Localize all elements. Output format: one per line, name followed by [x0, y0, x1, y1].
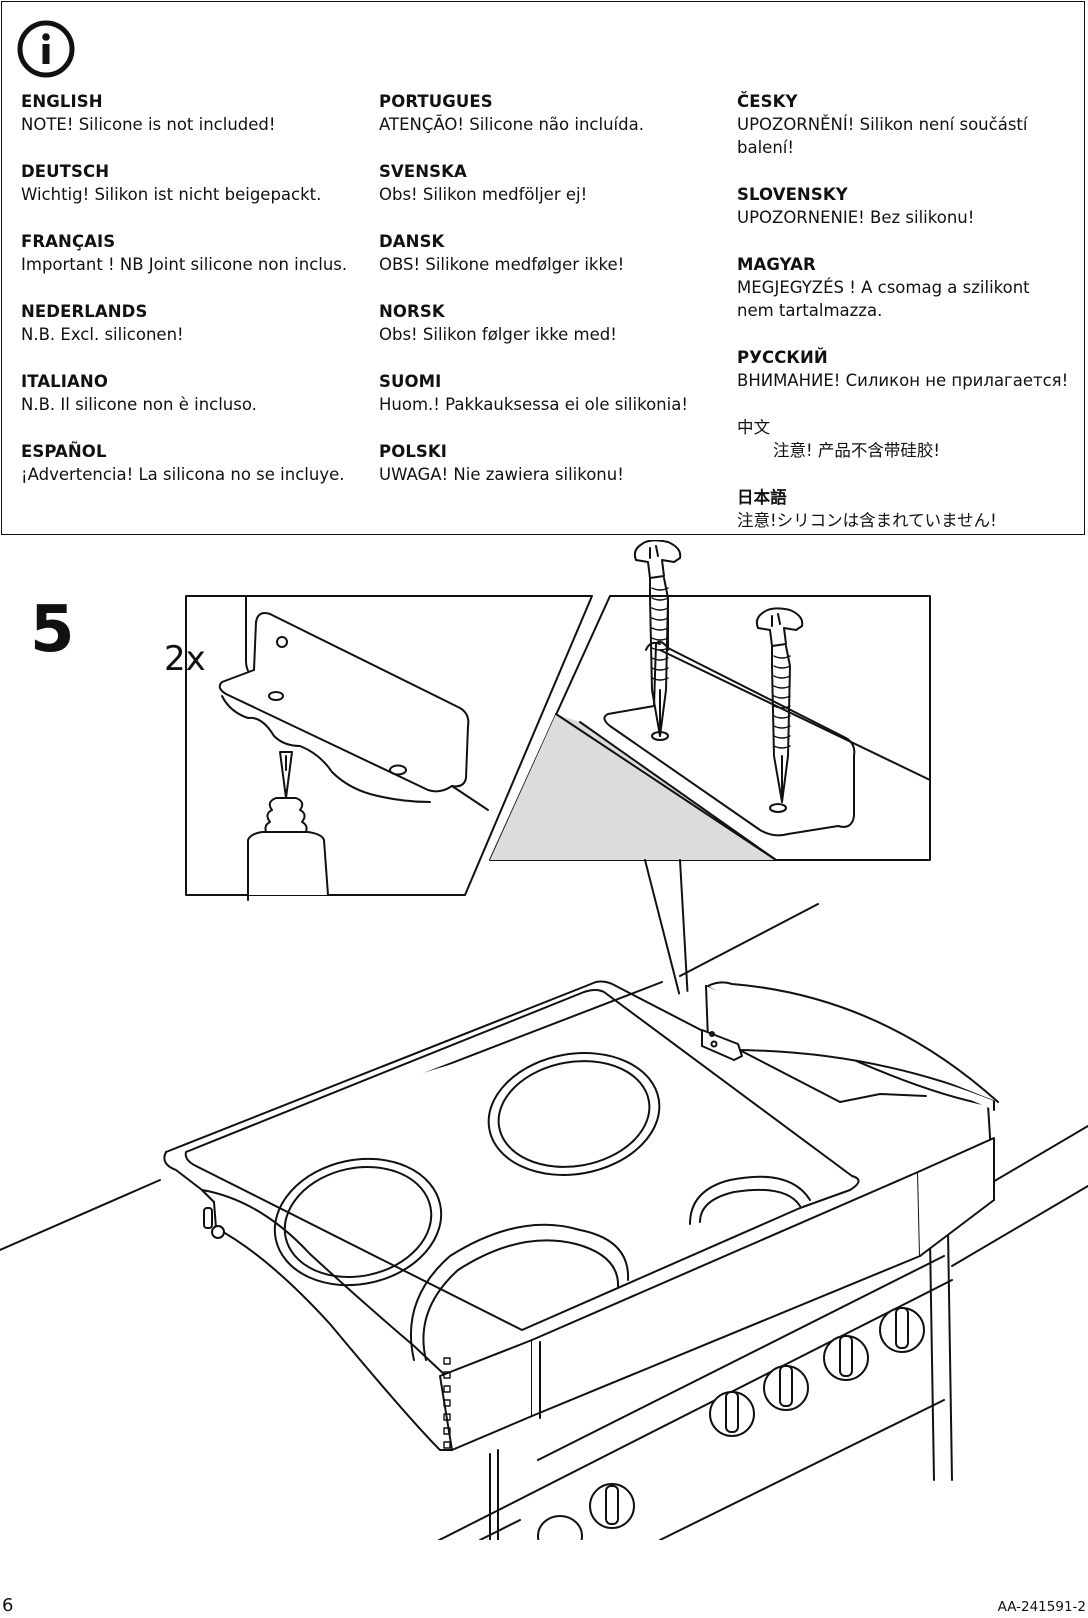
notice-svenska: SVENSKA Obs! Silikon medföljer ej!	[379, 160, 719, 206]
notice-nederlands: NEDERLANDS N.B. Excl. siliconen!	[21, 300, 361, 346]
notice-column-3: ČESKY UPOZORNĚNÍ! Silikon není součástí …	[737, 90, 1082, 556]
detail-silicone-bracket	[185, 595, 593, 901]
notice-text: 注意!シリコンは含まれていません!	[737, 511, 997, 530]
language-name: ENGLISH	[21, 92, 103, 111]
notice-text: Important ! NB Joint silicone non inclus…	[21, 255, 348, 274]
language-name: ITALIANO	[21, 372, 108, 391]
quantity-label: 2x	[164, 639, 206, 679]
notice-deutsch: DEUTSCH Wichtig! Silikon ist nicht beige…	[21, 160, 361, 206]
notice-text: NOTE! Silicone is not included!	[21, 115, 276, 134]
step-number: 5	[30, 593, 75, 667]
language-name: SUOMI	[379, 372, 442, 391]
language-name: DEUTSCH	[21, 162, 110, 181]
notice-russian: РУССКИЙ ВНИМАНИЕ! Силикон не прилагается…	[737, 346, 1082, 392]
language-name: MAGYAR	[737, 255, 816, 274]
language-name: 中文	[737, 418, 771, 437]
notice-text: OBS! Silikone medfølger ikke!	[379, 255, 625, 274]
language-name: NEDERLANDS	[21, 302, 148, 321]
notice-text: N.B. Il silicone non è incluso.	[21, 395, 257, 414]
notice-text-line: MEGJEGYZÉS ! A csomag a szilikont	[737, 278, 1030, 297]
detail-screw-bracket	[489, 540, 931, 1037]
notice-text: Huom.! Pakkauksessa ei ole silikonia!	[379, 395, 688, 414]
notice-norsk: NORSK Obs! Silikon følger ikke med!	[379, 300, 719, 346]
language-name: ESPAÑOL	[21, 442, 107, 461]
language-name: SLOVENSKY	[737, 185, 848, 204]
notice-magyar: MAGYAR MEGJEGYZÉS ! A csomag a szilikont…	[737, 253, 1082, 322]
page-number: 6	[2, 1595, 14, 1616]
notice-japanese: 日本語 注意!シリコンは含まれていません!	[737, 486, 1082, 532]
notice-box	[1, 1, 1085, 535]
notice-column-1: ENGLISH NOTE! Silicone is not included! …	[21, 90, 361, 510]
notice-text: ВНИМАНИЕ! Силикон не прилагается!	[737, 371, 1069, 390]
notice-text: UWAGA! Nie zawiera silikonu!	[379, 465, 624, 484]
notice-polski: POLSKI UWAGA! Nie zawiera silikonu!	[379, 440, 719, 486]
notice-portugues: PORTUGUES ATENÇÃO! Silicone não incluída…	[379, 90, 719, 136]
info-icon	[17, 20, 75, 78]
notice-text-line: nem tartalmazza.	[737, 301, 883, 320]
assembly-illustration	[0, 540, 1088, 1540]
language-name: POLSKI	[379, 442, 448, 461]
language-name: NORSK	[379, 302, 445, 321]
notice-italiano: ITALIANO N.B. Il silicone non è incluso.	[21, 370, 361, 416]
notice-text: ATENÇÃO! Silicone não incluída.	[379, 115, 644, 134]
notice-suomi: SUOMI Huom.! Pakkauksessa ei ole silikon…	[379, 370, 719, 416]
language-name: 日本語	[737, 488, 787, 507]
language-name: РУССКИЙ	[737, 348, 828, 367]
notice-text-line: balení!	[737, 138, 794, 157]
notice-cesky: ČESKY UPOZORNĚNÍ! Silikon není součástí …	[737, 90, 1082, 159]
notice-text: Obs! Silikon følger ikke med!	[379, 325, 617, 344]
notice-text: UPOZORNENIE! Bez silikonu!	[737, 208, 975, 227]
notice-francais: FRANÇAIS Important ! NB Joint silicone n…	[21, 230, 361, 276]
notice-text: Obs! Silikon medföljer ej!	[379, 185, 588, 204]
main-scene	[0, 903, 1088, 1540]
language-name: SVENSKA	[379, 162, 467, 181]
notice-dansk: DANSK OBS! Silikone medfølger ikke!	[379, 230, 719, 276]
notice-text: ¡Advertencia! La silicona no se incluye.	[21, 465, 345, 484]
language-name: FRANÇAIS	[21, 232, 116, 251]
notice-text: N.B. Excl. siliconen!	[21, 325, 184, 344]
notice-espanol: ESPAÑOL ¡Advertencia! La silicona no se …	[21, 440, 361, 486]
notice-column-2: PORTUGUES ATENÇÃO! Silicone não incluída…	[379, 90, 719, 510]
language-name: DANSK	[379, 232, 445, 251]
notice-chinese: 中文 注意! 产品不含带硅胶!	[737, 416, 1082, 462]
notice-text: 注意! 产品不含带硅胶!	[773, 441, 940, 460]
notice-english: ENGLISH NOTE! Silicone is not included!	[21, 90, 361, 136]
notice-text: Wichtig! Silikon ist nicht beigepackt.	[21, 185, 322, 204]
document-code: AA-241591-2	[997, 1599, 1086, 1615]
notice-text-line: UPOZORNĚNÍ! Silikon není součástí	[737, 115, 1028, 134]
language-name: PORTUGUES	[379, 92, 493, 111]
language-name: ČESKY	[737, 92, 798, 111]
notice-slovensky: SLOVENSKY UPOZORNENIE! Bez silikonu!	[737, 183, 1082, 229]
